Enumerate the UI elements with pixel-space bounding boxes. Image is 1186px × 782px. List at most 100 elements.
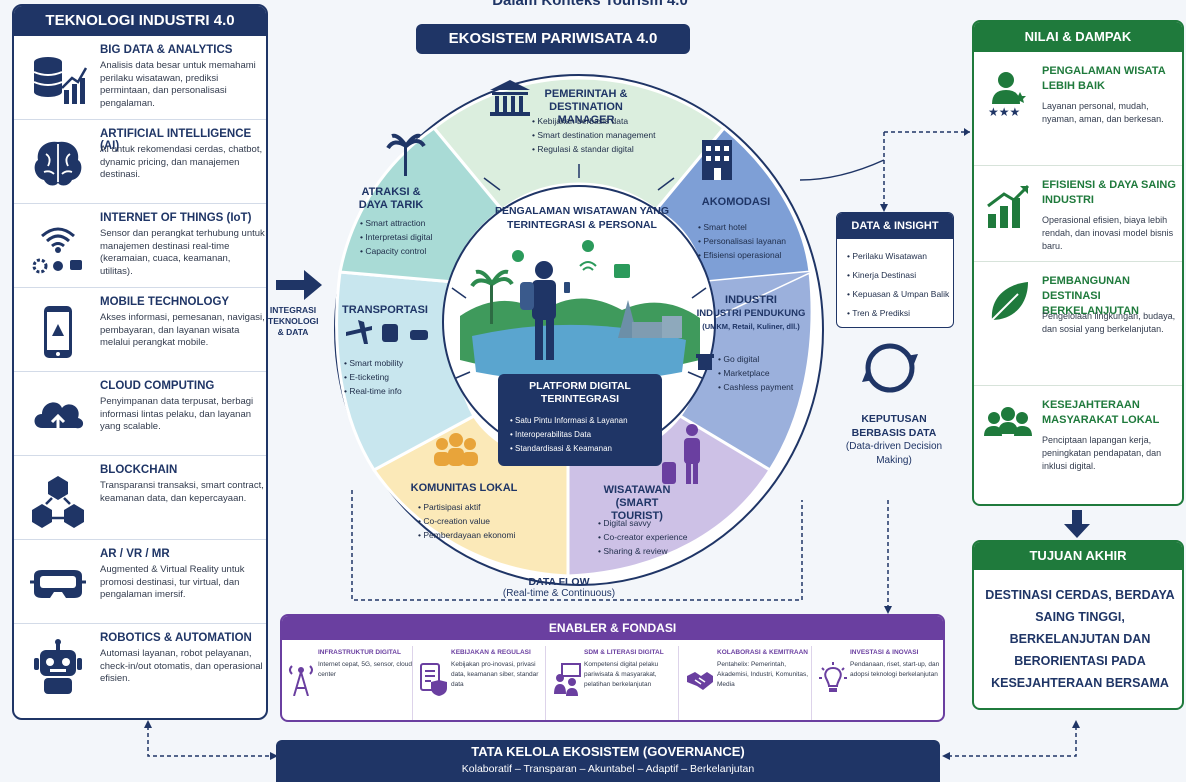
handshake-icon: [687, 672, 713, 690]
enabler-item-title: SDM & LITERASI DIGITAL: [584, 649, 664, 656]
value-item-sustainability: PEMBANGUNAN DESTINASI BERKELANJUTAN Peng…: [974, 262, 1182, 386]
enabler-panel: ENABLER & FONDASI INFRASTRUKTUR DIGITAL …: [280, 614, 945, 722]
governance-title: TATA KELOLA EKOSISTEM (GOVERNANCE): [471, 744, 745, 759]
list-item: Perilaku Wisatawan: [847, 247, 949, 266]
tech-desc: Analisis data besar untuk memahami peril…: [100, 60, 256, 109]
user-star-icon: ★★★: [988, 72, 1026, 118]
ecosystem-title: EKOSISTEM PARIWISATA 4.0: [416, 24, 690, 54]
list-item: Partisipasi aktif: [418, 500, 538, 514]
segment-akomodasi-title: AKOMODASI: [701, 196, 771, 208]
bank-icon: [490, 80, 530, 116]
list-item: Interpretasi digital: [360, 230, 460, 244]
segment-komunitas-list: Partisipasi aktif Co-creation value Pemb…: [418, 500, 538, 542]
enabler-item-title: INVESTASI & INOVASI: [850, 649, 919, 656]
list-item: E-ticketing: [344, 370, 444, 384]
data-flow-title: DATA FLOW: [528, 576, 590, 588]
segment-industri-upper: [704, 272, 810, 322]
segment-transportasi-title: TRANSPORTASI: [342, 304, 428, 316]
segment-industri-note: (UMKM, Retail, Kuliner, dll.): [702, 322, 800, 331]
community-people-icon: [434, 433, 478, 466]
tech-title: BIG DATA & ANALYTICS: [100, 44, 233, 56]
segment-transportasi-list: Smart mobility E-ticketing Real-time inf…: [344, 356, 444, 398]
community-icon: [984, 407, 1032, 436]
governance-bar: TATA KELOLA EKOSISTEM (GOVERNANCE) Kolab…: [276, 740, 940, 782]
tech-title: CLOUD COMPUTING: [100, 380, 215, 392]
enabler-item-investment: INVESTASI & INOVASI Pendanaan, riset, st…: [814, 646, 943, 720]
enabler-item-policy: KEBIJAKAN & REGULASI Kebijakan pro-inova…: [415, 646, 546, 720]
platform-list: Satu Pintu Informasi & Layanan Interoper…: [510, 414, 628, 456]
tech-desc: Penyimpanan data terpusat, berbagi infor…: [100, 396, 254, 432]
list-item: Kebijakan berbasis data: [532, 114, 672, 128]
data-insight-box: DATA & INSIGHT Perilaku Wisatawan Kinerj…: [836, 212, 954, 328]
tech-title: INTERNET OF THINGS (IoT): [100, 212, 252, 224]
smartphone-icon: [44, 306, 72, 358]
growth-chart-icon: [987, 184, 1030, 228]
list-item: Tren & Prediksi: [847, 304, 949, 323]
decision-subtitle: (Data-driven Decision Making): [845, 441, 943, 466]
center-title: PENGALAMAN WISATAWAN YANG TERINTEGRASI &…: [494, 205, 670, 231]
tech-desc: Akses informasi, pemesanan, navigasi, pe…: [100, 312, 265, 348]
list-item: Cashless payment: [718, 380, 818, 394]
robot-icon: [34, 639, 82, 694]
list-item: Smart attraction: [360, 216, 460, 230]
segment-komunitas-title: KOMUNITAS LOKAL: [410, 482, 518, 494]
tech-title: ARTIFICIAL INTELLIGENCE (AI): [100, 128, 252, 152]
list-item: Standardisasi & Keamanan: [510, 442, 628, 456]
training-icon: [554, 663, 581, 696]
value-item-efficiency: EFISIENSI & DAYA SAING INDUSTRI Operasio…: [974, 166, 1182, 262]
list-item: Pemberdayaan ekonomi: [418, 528, 538, 542]
segment-pemerintah-list: Kebijakan berbasis data Smart destinatio…: [532, 114, 672, 156]
list-item: Marketplace: [718, 366, 818, 380]
svg-text:★★★: ★★★: [988, 105, 1020, 118]
down-arrow-icon: [1064, 510, 1090, 538]
tech-item-cloud: CLOUD COMPUTING Penyimpanan data terpusa…: [14, 372, 266, 456]
hotel-icon: [702, 140, 732, 180]
integration-arrow-icon: [276, 270, 322, 300]
segment-akomodasi-list: Smart hotel Personalisasi layanan Efisie…: [698, 220, 808, 262]
list-item: Regulasi & standar digital: [532, 142, 672, 156]
list-item: Co-creation value: [418, 514, 538, 528]
tech-title: MOBILE TECHNOLOGY: [100, 296, 230, 308]
cycle-arrows-icon: [862, 343, 918, 393]
enabler-item-title: INFRASTRUKTUR DIGITAL: [318, 649, 401, 656]
value-item-welfare: KESEJAHTERAAN MASYARAKAT LOKAL Penciptaa…: [974, 386, 1182, 504]
tech-desc: AI untuk rekomendasi cerdas, chatbot, dy…: [100, 144, 263, 180]
data-flow-label: DATA FLOW (Real-time & Continuous): [484, 576, 634, 599]
list-item: Sharing & review: [598, 544, 718, 558]
integration-label: INTEGRASI TEKNOLOGI & DATA: [268, 305, 319, 337]
tech-item-iot: INTERNET OF THINGS (IoT) Sensor dan pera…: [14, 204, 266, 288]
segment-wisatawan-list: Digital savvy Co-creator experience Shar…: [598, 516, 718, 558]
technology-panel: TEKNOLOGI INDUSTRI 4.0 BIG DATA & ANALYT…: [12, 4, 268, 720]
tech-item-blockchain: BLOCKCHAIN Transparansi transaksi, smart…: [14, 456, 266, 540]
data-insight-list: Perilaku Wisatawan Kinerja Destinasi Kep…: [847, 247, 949, 323]
tech-desc: Transparansi transaksi, smart contract, …: [100, 480, 264, 504]
value-desc: Penciptaan lapangan kerja, peningkatan p…: [1042, 435, 1162, 471]
palm-tree-icon: [386, 133, 426, 176]
enabler-item-desc: Pentahelix: Pemerintah, Akademisi, Indus…: [717, 661, 809, 688]
enabler-item-collaboration: KOLABORASI & KEMITRAAN Pentahelix: Pemer…: [681, 646, 812, 720]
list-item: Capacity control: [360, 244, 460, 258]
list-item: Real-time info: [344, 384, 444, 398]
enabler-item-desc: Kompetensi digital pelaku pariwisata & m…: [584, 661, 659, 688]
enabler-item-infrastructure: INFRASTRUKTUR DIGITAL Internet cepat, 5G…: [282, 646, 413, 720]
list-item: Digital savvy: [598, 516, 718, 530]
list-item: Interoperabilitas Data: [510, 428, 628, 442]
vr-headset-icon: [30, 570, 86, 598]
cloud-upload-icon: [34, 402, 84, 434]
tech-title: BLOCKCHAIN: [100, 464, 178, 476]
antenna-icon: [289, 665, 313, 696]
data-insight-title: DATA & INSIGHT: [837, 213, 953, 239]
tech-item-big-data: BIG DATA & ANALYTICS Analisis data besar…: [14, 36, 266, 120]
value-desc: Pengelolaan lingkungan, budaya, dan sosi…: [1042, 311, 1176, 334]
enabler-item-desc: Internet cepat, 5G, sensor, cloud center: [318, 661, 412, 678]
list-item: Satu Pintu Informasi & Layanan: [510, 414, 628, 428]
tech-title: AR / VR / MR: [100, 548, 170, 560]
segment-industri-title: INDUSTRI INDUSTRI PENDUKUNG (UMKM, Retai…: [696, 294, 806, 333]
value-title: PEMBANGUNAN DESTINASI BERKELANJUTAN: [1042, 275, 1139, 317]
value-item-experience: ★★★ PENGALAMAN WISATA LEBIH BAIK Layanan…: [974, 52, 1182, 166]
segment-industri-heading: INDUSTRI: [725, 294, 777, 306]
database-chart-icon: [33, 57, 88, 104]
tech-desc: Augmented & Virtual Reality untuk promos…: [100, 564, 245, 600]
wifi-icon: [32, 227, 82, 274]
tech-desc: Sensor dan perangkat terhubung untuk man…: [100, 228, 265, 277]
